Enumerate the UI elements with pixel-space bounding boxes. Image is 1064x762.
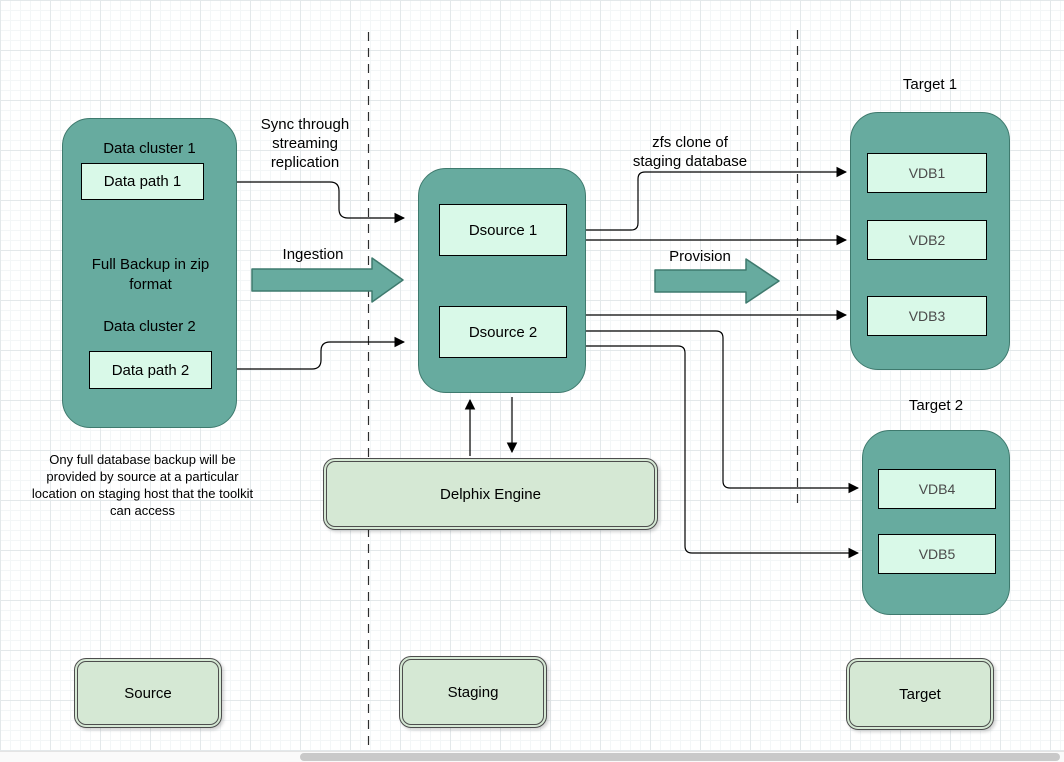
vdb4-box[interactable]: VDB4 <box>878 469 996 509</box>
target-1-node[interactable]: VDB1 VDB2 VDB3 <box>850 112 1010 370</box>
source-note[interactable]: Ony full database backup will be provide… <box>31 452 254 518</box>
connector-datapath1-staging[interactable] <box>237 181 406 224</box>
target-2-title[interactable]: Target 2 <box>908 397 964 414</box>
dsource-1-box[interactable]: Dsource 1 <box>439 204 567 256</box>
data-cluster-1-title: Data cluster 1 <box>103 140 196 157</box>
vdb5-box[interactable]: VDB5 <box>878 534 996 574</box>
data-path-1-box[interactable]: Data path 1 <box>81 163 204 200</box>
connector-datapath2-staging[interactable] <box>237 336 406 370</box>
delphix-engine-node[interactable]: Delphix Engine <box>323 458 658 530</box>
zfs-clone-label[interactable]: zfs clone of staging database <box>632 134 748 170</box>
horizontal-scrollbar-thumb[interactable] <box>300 753 1060 761</box>
source-cluster-node[interactable]: Data cluster 1 Data path 1 Full Backup i… <box>62 118 237 428</box>
vdb2-box[interactable]: VDB2 <box>867 220 987 260</box>
zone-target-node[interactable]: Target <box>846 658 994 730</box>
connector-staging-vdb1[interactable] <box>586 166 848 231</box>
data-path-2-box[interactable]: Data path 2 <box>89 351 212 389</box>
target-1-title[interactable]: Target 1 <box>902 76 958 93</box>
vdb1-box[interactable]: VDB1 <box>867 153 987 193</box>
target-2-node[interactable]: VDB4 VDB5 <box>862 430 1010 615</box>
zone-staging-node[interactable]: Staging <box>399 656 547 728</box>
data-cluster-2-title: Data cluster 2 <box>103 318 196 335</box>
full-backup-label: Full Backup in zip format <box>91 256 210 293</box>
staging-node[interactable]: Dsource 1 Dsource 2 <box>418 168 586 393</box>
provision-label[interactable]: Provision <box>669 248 731 265</box>
ingestion-label[interactable]: Ingestion <box>282 246 344 263</box>
dsource-2-box[interactable]: Dsource 2 <box>439 306 567 358</box>
sync-replication-label[interactable]: Sync through streaming replication <box>260 116 350 171</box>
vdb3-box[interactable]: VDB3 <box>867 296 987 336</box>
zone-source-node[interactable]: Source <box>74 658 222 728</box>
